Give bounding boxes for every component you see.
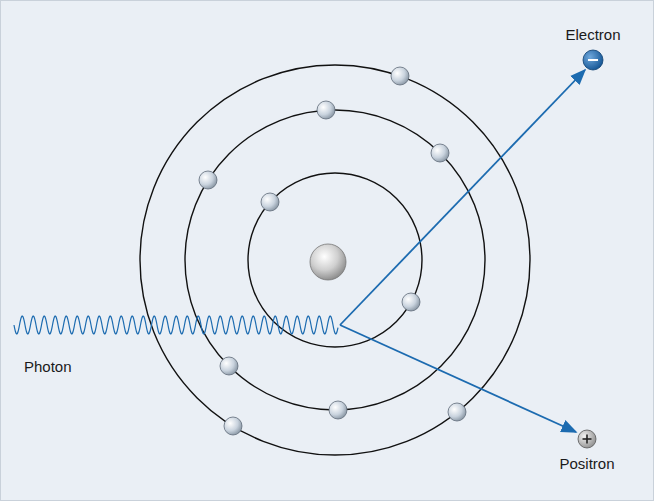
- orbital-electrons: [199, 67, 466, 435]
- electron-shells: [140, 65, 530, 455]
- electron-track: [340, 70, 585, 325]
- positron-track: [340, 325, 576, 432]
- plus-sign: [583, 435, 592, 444]
- nucleus: [310, 244, 346, 280]
- electron-particle: [583, 50, 603, 70]
- photon-wave: [14, 316, 338, 334]
- label: Electron: [565, 26, 620, 44]
- label: Positron: [559, 455, 614, 473]
- positron-particle: [578, 430, 596, 448]
- minus-sign: [588, 59, 598, 61]
- label: Photon: [24, 358, 72, 376]
